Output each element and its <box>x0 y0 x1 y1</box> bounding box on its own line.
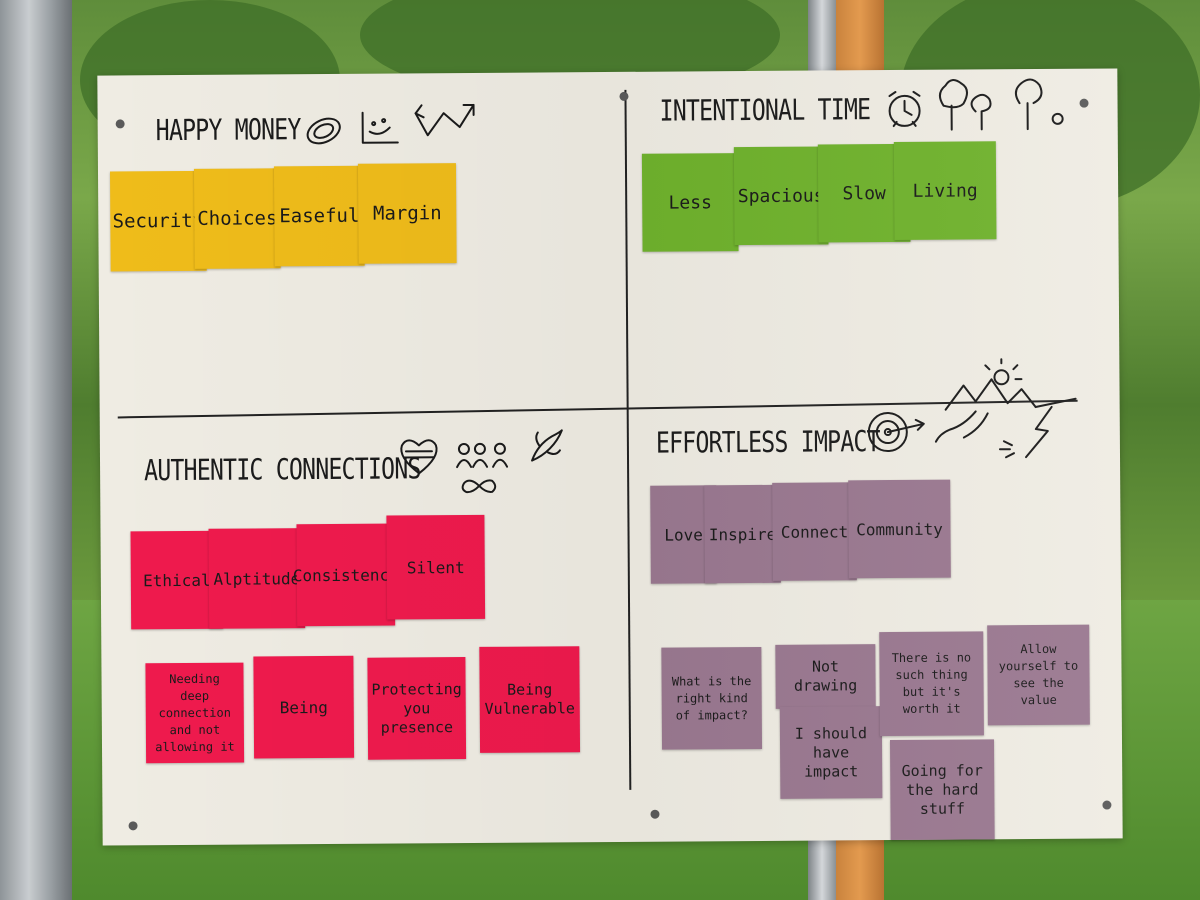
sticky-note: Easeful <box>273 165 365 267</box>
sticky-note: Less <box>641 153 739 252</box>
sticky-note: There is no such thing but it's worth it <box>879 631 984 737</box>
sticky-note: Community <box>848 479 951 579</box>
sticky-note: Ethical <box>130 530 224 630</box>
heart-icon <box>400 439 438 475</box>
quadrant-title-intentional-time: INTENTIONAL TIME <box>659 92 871 128</box>
sticky-note: Not drawing <box>775 644 876 709</box>
sticky-note: I should have impact <box>779 706 883 799</box>
pin <box>1079 98 1089 108</box>
sticky-note: Consistency <box>293 523 399 627</box>
quadrant-title-authentic-connections: AUTHENTIC CONNECTIONS <box>143 451 421 488</box>
vertical-divider <box>624 89 632 790</box>
sticky-note: Silent <box>386 514 486 620</box>
alarm-clock-icon <box>888 90 921 128</box>
pin <box>619 91 629 101</box>
coin-icon <box>306 117 341 145</box>
sticky-note: Connect <box>772 482 857 581</box>
quadrant-title-happy-money: HAPPY MONEY <box>155 112 301 148</box>
quadrant-title-effortless-impact: EFFORTLESS IMPACT <box>655 424 880 460</box>
pin <box>650 809 660 819</box>
sticky-note: Going for the hard stuff <box>889 739 995 841</box>
sticky-note: Inspire <box>704 484 781 584</box>
pin <box>115 119 125 129</box>
trees-icon <box>938 78 1064 131</box>
sticky-note: Alptitude <box>208 528 306 629</box>
sticky-note: Choices <box>193 168 281 269</box>
lightning-icon <box>998 405 1053 459</box>
sticky-note: Security <box>109 170 207 272</box>
pin <box>1102 800 1112 810</box>
flipchart-poster: HAPPY MONEY Security Choices Easeful Mar… <box>97 68 1123 846</box>
window-frame-left <box>0 0 72 900</box>
pin <box>128 821 138 831</box>
sticky-note: Being <box>253 655 355 759</box>
bird-icon <box>531 429 563 462</box>
horizontal-divider <box>117 399 1078 419</box>
sticky-note: Being Vulnerable <box>479 646 581 753</box>
sticky-note: Love <box>650 485 717 584</box>
sticky-note: Living <box>893 141 997 241</box>
sticky-note: Protecting you presence <box>367 657 467 760</box>
infinity-icon <box>461 479 497 494</box>
target-icon <box>867 412 925 453</box>
sticky-note: What is the right kind of impact? <box>661 646 763 750</box>
mountains-icon <box>934 358 1077 443</box>
sticky-note: Allow yourself to see the value <box>987 624 1090 726</box>
sticky-note: Slow <box>817 143 911 243</box>
arrows-icon <box>414 103 475 137</box>
sticky-note: Needing deep connection and not allowing… <box>145 662 245 764</box>
sticky-note: Margin <box>357 163 457 264</box>
smile-chart-icon <box>361 111 399 144</box>
people-icon <box>456 442 509 469</box>
sticky-note: Spacious <box>733 146 829 246</box>
